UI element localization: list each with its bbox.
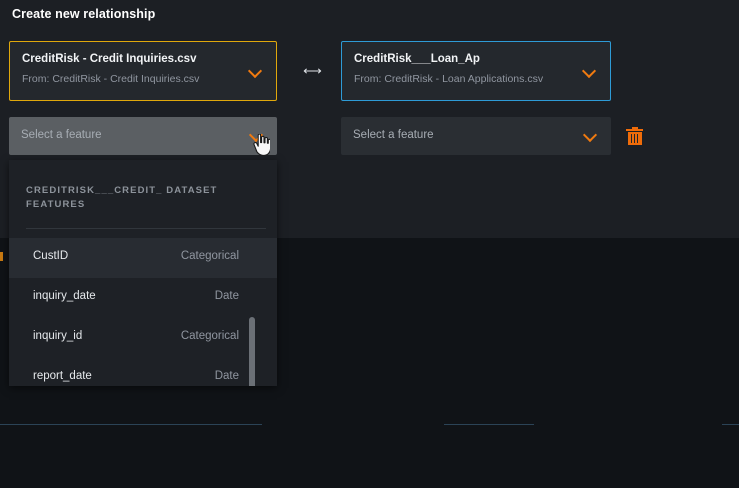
chevron-down-icon[interactable] <box>250 129 263 142</box>
dropdown-scrollbar-thumb[interactable] <box>249 317 255 386</box>
edge-right-stub <box>722 424 739 425</box>
right-dataset-source: From: CreditRisk - Loan Applications.csv <box>354 73 544 85</box>
page-title: Create new relationship <box>12 7 156 21</box>
feature-dropdown-menu[interactable]: CREDITRISK___CREDIT_ DATASET FEATURES Cu… <box>9 160 277 386</box>
feature-name: inquiry_date <box>33 290 96 302</box>
right-dataset-name: CreditRisk___Loan_Ap <box>354 53 480 65</box>
edge-left-stub <box>0 424 262 425</box>
list-item[interactable]: inquiry_id Categorical <box>9 318 277 358</box>
right-dataset-card[interactable]: CreditRisk___Loan_Ap From: CreditRisk - … <box>341 41 611 101</box>
feature-name: CustID <box>33 250 69 262</box>
dropdown-divider <box>26 228 266 229</box>
trash-icon-lid <box>626 129 643 132</box>
edge-between-nodes <box>444 424 534 425</box>
feature-type: Date <box>214 290 239 302</box>
hidden-orange-accent <box>0 252 3 261</box>
dropdown-header-label: CREDITRISK___CREDIT_ DATASET FEATURES <box>26 185 218 210</box>
chevron-down-icon[interactable] <box>583 65 596 78</box>
left-feature-placeholder: Select a feature <box>21 129 102 141</box>
dropdown-option-list[interactable]: CustID Categorical inquiry_date Date inq… <box>9 238 277 386</box>
trash-icon-body <box>627 132 642 145</box>
left-dataset-source: From: CreditRisk - Credit Inquiries.csv <box>22 73 200 85</box>
feature-type: Date <box>214 370 239 382</box>
create-relationship-modal: Create new relationship CreditRisk - Cre… <box>0 0 739 238</box>
relationship-arrow-icon: ⟷ <box>303 63 322 78</box>
list-item[interactable]: inquiry_date Date <box>9 278 277 318</box>
feature-type: Categorical <box>180 330 239 342</box>
feature-name: inquiry_id <box>33 330 83 342</box>
trash-icon-tab <box>631 127 638 129</box>
feature-name: report_date <box>33 370 92 382</box>
list-item[interactable]: report_date Date <box>9 358 277 386</box>
chevron-down-icon[interactable] <box>249 65 262 78</box>
feature-type: Categorical <box>180 250 239 262</box>
dropdown-header: CREDITRISK___CREDIT_ DATASET FEATURES <box>9 160 277 238</box>
delete-relationship-button[interactable] <box>626 127 643 146</box>
dropdown-scrollbar[interactable] <box>249 238 266 386</box>
left-feature-select[interactable]: Select a feature <box>9 117 277 155</box>
left-dataset-card[interactable]: CreditRisk - Credit Inquiries.csv From: … <box>9 41 277 101</box>
chevron-down-icon[interactable] <box>584 129 597 142</box>
left-dataset-name: CreditRisk - Credit Inquiries.csv <box>22 53 197 65</box>
list-item[interactable]: CustID Categorical <box>9 238 277 278</box>
right-feature-select[interactable]: Select a feature <box>341 117 611 155</box>
right-feature-placeholder: Select a feature <box>353 129 434 141</box>
